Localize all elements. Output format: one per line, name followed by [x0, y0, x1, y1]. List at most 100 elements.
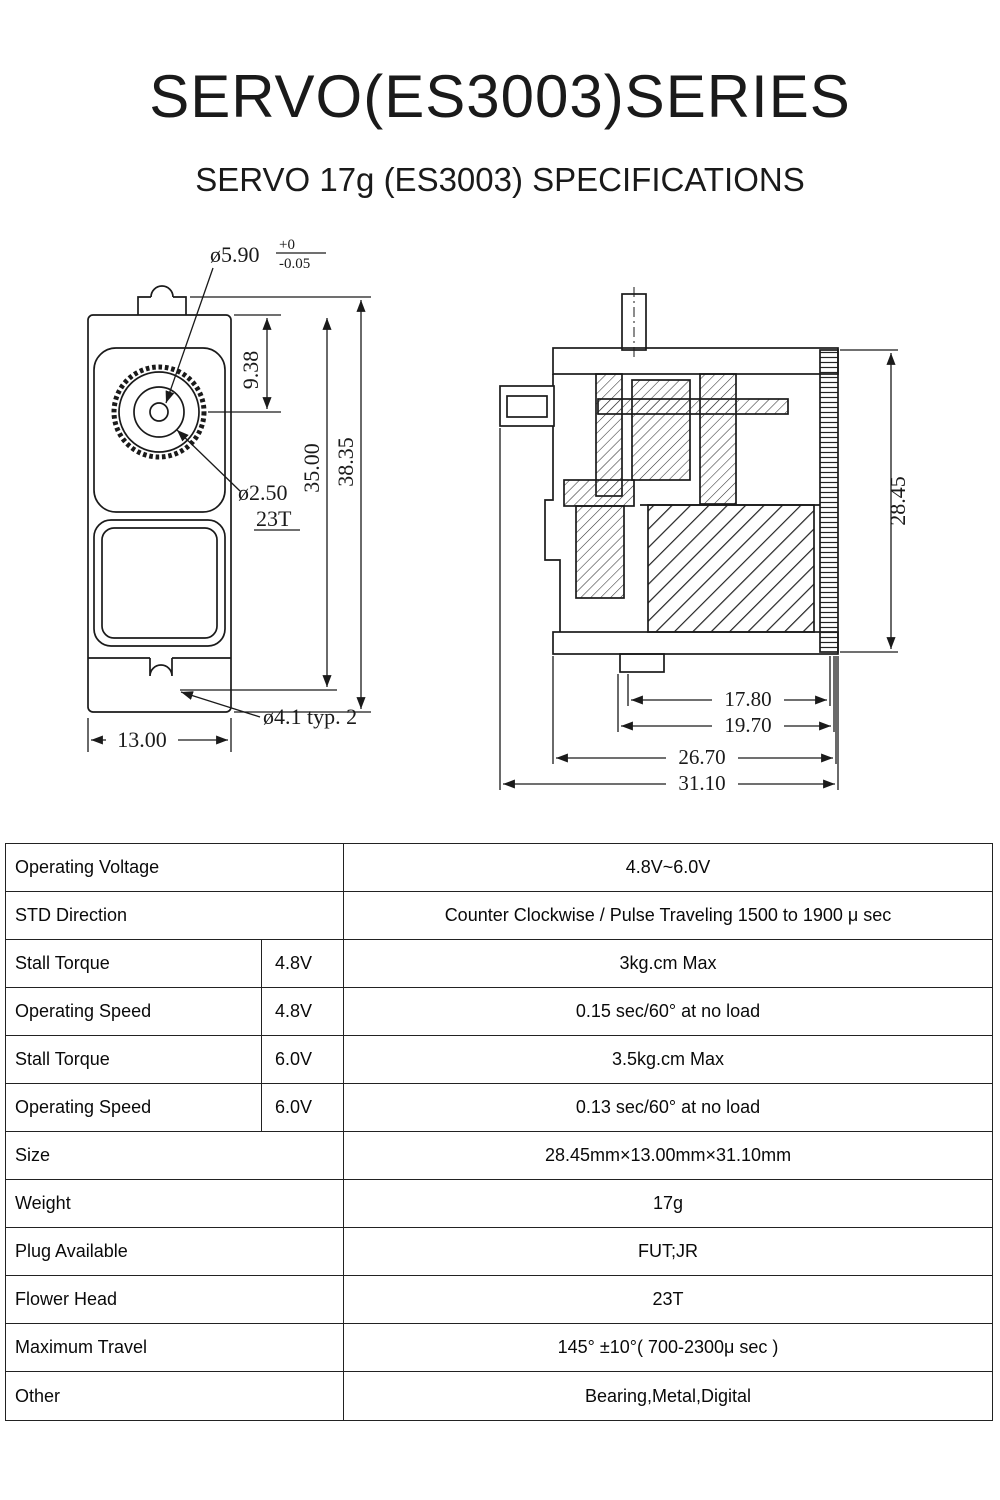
leader-gear-dia	[165, 267, 214, 404]
page-subtitle: SERVO 17g (ES3003) SPECIFICATIONS	[195, 161, 805, 198]
row-label: Weight	[6, 1180, 344, 1227]
lower-case-outer	[93, 519, 226, 647]
row-label: Other	[6, 1372, 344, 1420]
row-voltage: 4.8V	[262, 940, 344, 987]
ext-2670	[552, 656, 837, 764]
row-label: Maximum Travel	[6, 1324, 344, 1371]
spec-table: Operating Voltage 4.8V~6.0V STD Directio…	[5, 843, 993, 1421]
dim-1300-label: 13.00	[117, 727, 167, 752]
gear-cluster	[631, 379, 691, 481]
header: SERVO(ES3003)SERIES SERVO 17g (ES3003) S…	[0, 62, 1000, 199]
row-value: 0.13 sec/60° at no load	[575, 1097, 761, 1117]
dim-text-bg	[712, 689, 784, 710]
servo-body-outline	[87, 314, 232, 713]
case-left-wall	[544, 374, 561, 632]
dim-spline-dia-label: ø2.50	[238, 480, 288, 505]
table-row: Flower Head 23T	[6, 1276, 992, 1324]
row-value: 0.15 sec/60° at no load	[575, 1001, 761, 1021]
potentiometer	[575, 505, 625, 599]
dim-text-bg	[712, 715, 784, 736]
spline-teeth-label: 23T	[256, 506, 292, 531]
table-row: Stall Torque 6.0V 3.5kg.cm Max	[6, 1036, 992, 1084]
gear-train-lower	[563, 479, 635, 507]
table-row: Other Bearing,Metal,Digital	[6, 1372, 992, 1420]
row-value: Counter Clockwise / Pulse Traveling 1500…	[444, 905, 892, 925]
leader-spline-dia	[176, 429, 241, 492]
gear-shaft-1	[595, 373, 623, 497]
leader-mount-hole	[180, 691, 261, 718]
mount-lug	[499, 385, 555, 427]
dim-2845-label: 28.45	[885, 476, 910, 526]
top-mount-tab	[137, 296, 187, 315]
row-label: STD Direction	[6, 892, 344, 939]
ext-1970	[617, 656, 835, 732]
row-value: Bearing,Metal,Digital	[584, 1385, 752, 1406]
bottom-mount-slot	[149, 658, 173, 677]
gear-shaft-2	[699, 373, 737, 505]
row-voltage: 6.0V	[262, 1036, 344, 1083]
table-row: STD Direction Counter Clockwise / Pulse …	[6, 892, 992, 940]
row-value: 145° ±10°( 700-2300μ sec )	[557, 1337, 779, 1357]
output-spline	[149, 402, 169, 422]
dim-3110-label: 31.10	[678, 771, 725, 795]
row-voltage: 4.8V	[262, 988, 344, 1035]
row-voltage: 6.0V	[262, 1084, 344, 1131]
row-value: FUT;JR	[638, 1241, 698, 1261]
row-label: Flower Head	[6, 1276, 344, 1323]
table-row: Operating Speed 6.0V 0.13 sec/60° at no …	[6, 1084, 992, 1132]
dim-938-label: 9.38	[238, 351, 263, 390]
table-row: Plug Available FUT;JR	[6, 1228, 992, 1276]
case-right-wall	[819, 349, 839, 653]
output-gear-outer	[118, 371, 200, 453]
output-gear-inner	[133, 386, 185, 438]
dim-3835-label: 38.35	[333, 437, 358, 487]
row-value: 17g	[652, 1193, 684, 1213]
dim-1780-label: 17.80	[724, 687, 771, 711]
row-value: 3kg.cm Max	[619, 953, 717, 973]
row-label: Stall Torque	[6, 1036, 262, 1083]
bottom-boss	[619, 653, 665, 673]
dim-mount-hole-label: ø4.1 typ. 2	[263, 704, 357, 729]
gear-plate	[597, 398, 789, 415]
dim-text-bg	[666, 773, 738, 794]
dim-2670-label: 26.70	[678, 745, 725, 769]
table-row: Operating Voltage 4.8V~6.0V	[6, 844, 992, 892]
page-title: SERVO(ES3003)SERIES	[149, 63, 851, 130]
row-label: Operating Speed	[6, 1084, 262, 1131]
dim-text-bg	[106, 729, 178, 751]
ext-3835	[190, 296, 371, 713]
dim-1970-label: 19.70	[724, 713, 771, 737]
side-view-drawing: 28.45 17.80 19.70 26.70 31.10	[499, 287, 910, 795]
row-value: 28.45mm×13.00mm×31.10mm	[544, 1145, 792, 1165]
row-label: Stall Torque	[6, 940, 262, 987]
motor-body	[647, 504, 815, 633]
row-value: 23T	[652, 1289, 684, 1309]
ext-1780	[627, 656, 831, 706]
row-label: Plug Available	[6, 1228, 344, 1275]
ext-3110	[499, 428, 839, 790]
technical-drawing: ø5.90 +0 -0.05 9.38 35.00 38.35 ø2.50 23…	[87, 237, 910, 795]
dim-gear-dia-label: ø5.90	[210, 242, 260, 267]
table-row: Weight 17g	[6, 1180, 992, 1228]
top-mount-notch	[150, 285, 174, 298]
row-label: Size	[6, 1132, 344, 1179]
dim-gear-tol-plus-label: +0	[279, 237, 295, 253]
ext-938	[208, 314, 281, 413]
table-row: Size 28.45mm×13.00mm×31.10mm	[6, 1132, 992, 1180]
gear-housing	[93, 347, 226, 513]
dim-gear-tol-minus-label: -0.05	[279, 256, 310, 272]
ext-2845	[840, 349, 898, 653]
row-value: 4.8V~6.0V	[625, 857, 711, 877]
dim-3500-label: 35.00	[299, 443, 324, 493]
row-label: Operating Speed	[6, 988, 262, 1035]
bottom-plate	[552, 631, 839, 655]
lower-case-inner	[101, 527, 218, 639]
row-label: Operating Voltage	[6, 844, 344, 891]
dim-text-bg	[666, 747, 738, 768]
mount-lug-slot	[506, 395, 548, 418]
row-value: 3.5kg.cm Max	[611, 1049, 725, 1069]
ext-1300	[87, 718, 232, 752]
front-view-drawing: ø5.90 +0 -0.05 9.38 35.00 38.35 ø2.50 23…	[87, 237, 371, 752]
output-gear-teeth	[111, 364, 207, 460]
top-cover	[552, 347, 839, 375]
